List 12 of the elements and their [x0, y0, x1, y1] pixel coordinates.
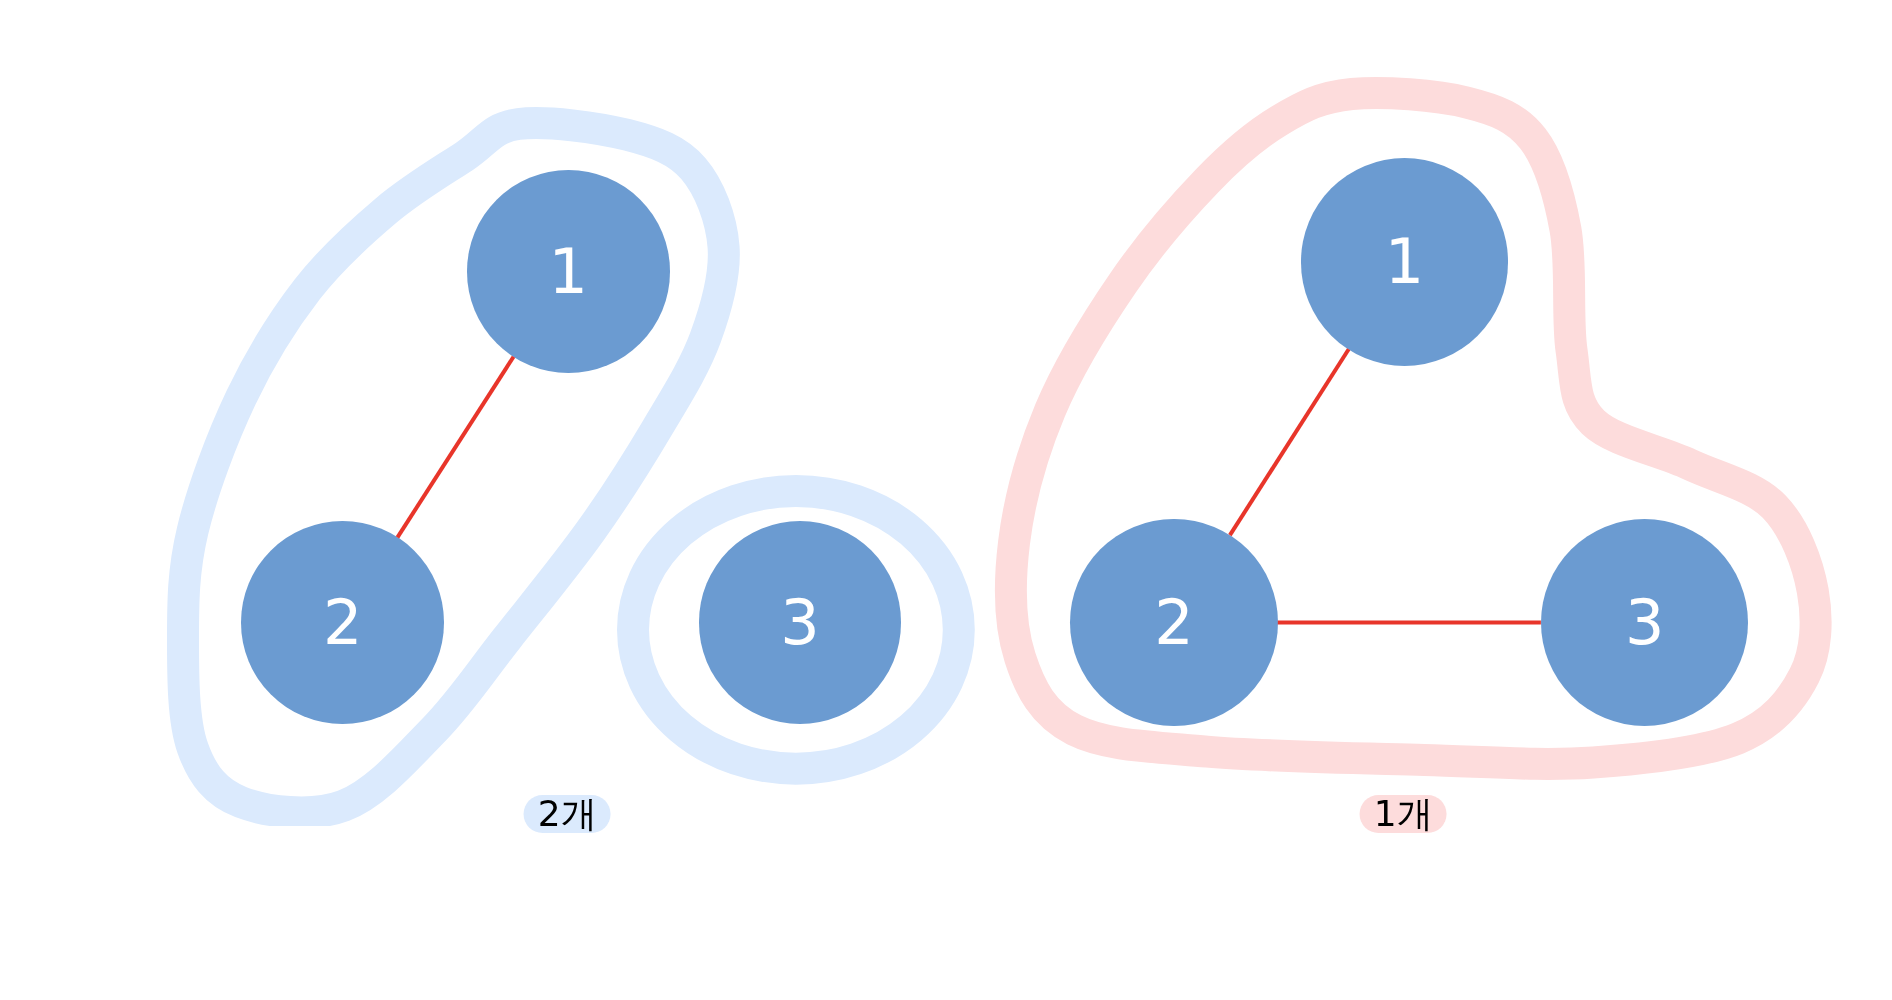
- vertex-circle: 3: [698, 521, 902, 724]
- count-label: 2개: [523, 795, 611, 834]
- vertex-circle: 2: [1070, 518, 1278, 727]
- vertex-circle: 2: [241, 521, 444, 724]
- edge-line: [1277, 620, 1541, 625]
- vertex-circle: 1: [466, 170, 670, 373]
- group-outline: [993, 74, 1833, 783]
- edge-line: [1228, 348, 1351, 537]
- vertex-circle: 3: [1540, 518, 1749, 727]
- count-label: 1개: [1359, 795, 1447, 834]
- vertex-circle: 1: [1300, 158, 1509, 366]
- edge-line: [395, 355, 516, 539]
